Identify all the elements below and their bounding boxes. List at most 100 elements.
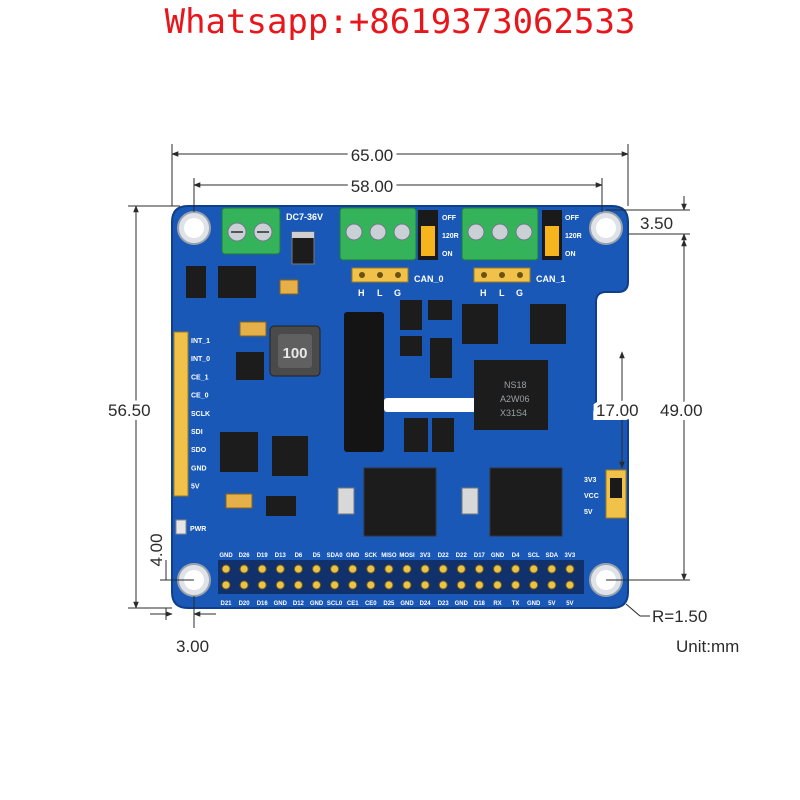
gpio-pin — [511, 580, 521, 590]
gpio-bottom-label: SCL0 — [327, 601, 343, 607]
gpio-pin — [402, 580, 412, 590]
crystal-0 — [337, 487, 355, 515]
gpio-bottom-label: GND — [527, 601, 541, 607]
gpio-pin — [221, 564, 231, 574]
gpio-top-label: D17 — [474, 553, 486, 559]
gpio-pin — [529, 564, 539, 574]
spi-header — [173, 331, 189, 497]
gpio-bottom-label: D25 — [383, 601, 395, 607]
isolation-slot — [384, 398, 480, 412]
gpio-pin — [438, 580, 448, 590]
gpio-pin — [493, 580, 502, 590]
gpio-top-label: D22 — [456, 553, 468, 559]
whatsapp-contact: Whatsapp:+8619373062533 — [164, 2, 636, 42]
gpio-pin — [239, 580, 249, 590]
gpio-pin — [348, 564, 358, 574]
gpio-top-label: 3V3 — [565, 553, 576, 559]
can0-jumper — [418, 210, 438, 260]
gpio-top-label: 3V3 — [420, 553, 431, 559]
can1-jumper — [542, 210, 562, 260]
gpio-pin — [565, 564, 575, 574]
pwr-label: PWR — [190, 526, 206, 533]
gpio-top-label: D19 — [257, 553, 269, 559]
mounting-hole-tr — [589, 211, 623, 245]
dim-width-total: 65.00 — [351, 146, 394, 165]
gpio-pin — [257, 580, 267, 590]
dim-height-holes: 49.00 — [660, 401, 703, 420]
gpio-pin — [330, 564, 340, 574]
chip-mid-6 — [530, 304, 566, 344]
spi-pin-label: 5V — [191, 484, 200, 491]
gpio-pin — [547, 580, 557, 590]
gpio-pin — [474, 580, 484, 590]
dim-height-notch: 17.00 — [596, 401, 639, 420]
gpio-bottom-label: D20 — [239, 601, 251, 607]
chip-left-5 — [432, 418, 454, 452]
dim-left-offset: 3.00 — [176, 637, 209, 656]
power-terminal — [221, 207, 281, 255]
gpio-bottom-label: D21 — [220, 601, 232, 607]
chip-text-2: A2W06 — [500, 394, 530, 404]
spi-pin-label: CE_1 — [191, 374, 209, 381]
can1-jumper-on: ON — [565, 251, 576, 258]
gpio-pin — [275, 580, 285, 590]
can0-jumper-off: OFF — [442, 215, 457, 222]
spi-pin-label: INT_1 — [191, 338, 210, 345]
gpio-pin — [293, 564, 303, 574]
gpio-top-label: D22 — [438, 553, 450, 559]
gpio-pin — [456, 580, 466, 590]
gpio-pin — [402, 564, 412, 574]
isolator-chip: NS18 A2W06 X31S4 — [474, 360, 548, 430]
radius-leader — [625, 603, 641, 617]
spi-pin-label: GND — [191, 465, 207, 472]
can0-jumper-120r: 120R — [442, 233, 459, 240]
chip-mid-5 — [462, 304, 498, 344]
spi-pin-label: CE_0 — [191, 393, 209, 400]
gpio-top-label: SCK — [364, 553, 377, 559]
chip-mid-3 — [428, 300, 452, 320]
capacitor-2 — [239, 321, 267, 337]
gpio-top-label: GND — [491, 553, 505, 559]
gpio-top-label: GND — [346, 553, 360, 559]
dim-corner-radius: R=1.50 — [652, 607, 707, 626]
gpio-pin — [384, 580, 394, 590]
gpio-top-label: SCL — [528, 553, 540, 559]
can0-pin-g: G — [394, 288, 401, 298]
chip-mid-1 — [400, 300, 422, 330]
can1-pin-header — [473, 267, 531, 283]
dim-unit: Unit:mm — [676, 637, 739, 656]
mounting-hole-tl — [177, 211, 211, 245]
spi-pin-label: SDI — [191, 429, 203, 436]
gpio-bottom-label: 5V — [548, 601, 555, 607]
small-chip-1 — [186, 266, 206, 298]
can0-jumper-on: ON — [442, 251, 453, 258]
can0-pin-header — [351, 267, 409, 283]
gpio-top-label: SDA0 — [327, 553, 344, 559]
gpio-bottom-label: TX — [512, 601, 520, 607]
chip-left-4 — [404, 418, 428, 452]
gpio-bottom-label: D16 — [257, 601, 269, 607]
gpio-bottom-label: GND — [310, 601, 324, 607]
gpio-pin — [275, 564, 285, 574]
inductor-label: 100 — [282, 345, 307, 362]
gpio-bottom-label: GND — [274, 601, 288, 607]
can1-jumper-120r: 120R — [565, 233, 582, 240]
voltage-3v3: 3V3 — [584, 477, 597, 484]
voltage-vcc: VCC — [584, 493, 599, 500]
chip-mid-2 — [400, 336, 422, 356]
pwr-led — [175, 519, 187, 535]
voltage-jumper — [605, 469, 627, 519]
gpio-header — [218, 560, 584, 594]
gpio-pin — [366, 580, 376, 590]
can0-pin-h: H — [358, 288, 365, 298]
converter-chip — [236, 352, 264, 380]
can-controller-0 — [363, 467, 437, 537]
gpio-pin — [221, 580, 231, 590]
can1-terminal — [461, 207, 539, 261]
can0-pin-l: L — [377, 288, 383, 298]
gpio-top-label: MOSI — [399, 553, 415, 559]
gpio-pin — [420, 580, 430, 590]
gpio-top-label: D26 — [239, 553, 251, 559]
gpio-pin — [511, 564, 521, 574]
